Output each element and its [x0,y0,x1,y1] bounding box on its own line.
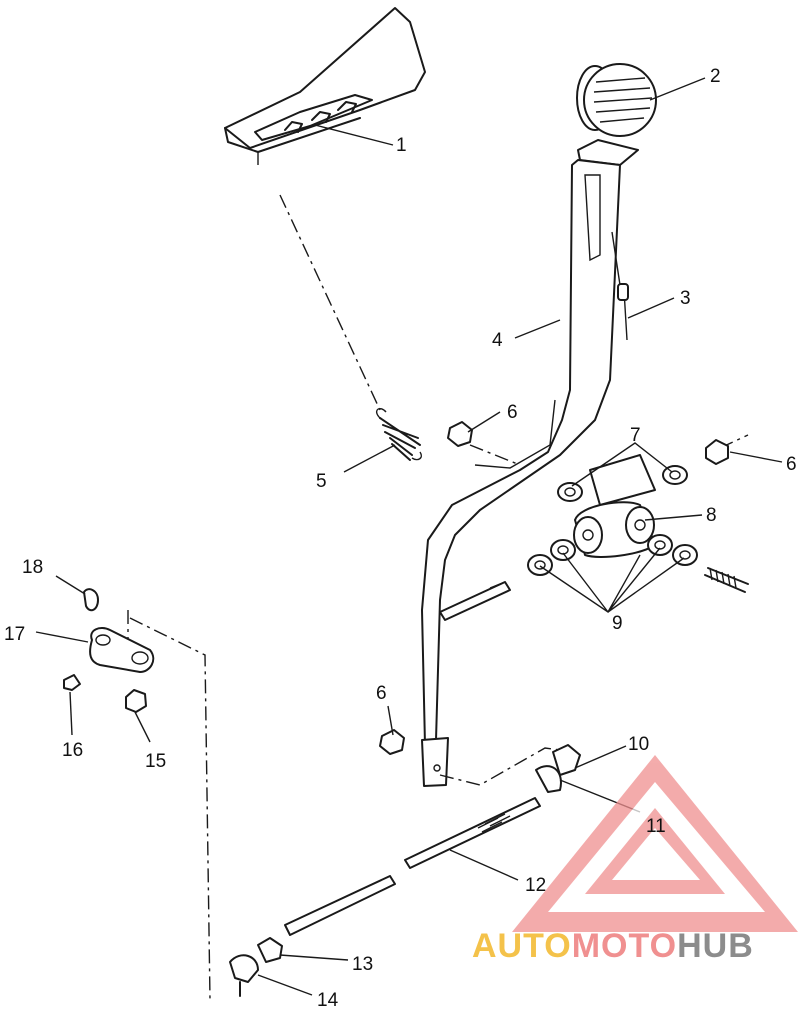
svg-text:AUTOMOTOHUB: AUTOMOTOHUB [472,927,754,965]
label-8: 8 [706,505,717,526]
label-17: 17 [4,624,25,645]
label-6-upper: 6 [507,402,518,423]
pedal-pad [576,63,657,166]
label-16: 16 [62,740,83,761]
label-1: 1 [396,135,407,156]
watermark-wordmark: AUTOMOTOHUB [472,927,754,965]
label-18: 18 [22,557,43,578]
floor-plate [224,7,426,165]
watermark-logo-mark [512,755,798,932]
callout-labels: 1 2 3 4 5 6 6 6 7 8 9 10 11 12 13 14 15 … [4,66,797,1010]
pivot-shaft [439,454,749,621]
label-3: 3 [680,288,691,309]
watermark-hub: HUB [677,927,754,965]
control-rod [229,744,581,997]
label-5: 5 [316,471,327,492]
label-10: 10 [628,734,649,755]
watermark-auto: AUTO [472,927,572,965]
label-4: 4 [492,330,503,351]
label-6-right: 6 [786,454,797,475]
label-2: 2 [710,66,721,87]
label-15: 15 [145,751,166,772]
label-12: 12 [525,875,546,896]
label-6-lower: 6 [376,683,387,704]
spring [376,408,422,461]
label-9: 9 [612,613,623,634]
label-13: 13 [352,954,373,975]
label-11: 11 [646,816,666,837]
watermark-moto: MOTO [572,927,677,965]
nuts [379,421,729,755]
cotter-pin [611,231,629,341]
label-7: 7 [630,425,641,446]
label-14: 14 [317,990,339,1010]
pedal-arm [421,159,621,787]
clevis-bracket [63,588,155,713]
